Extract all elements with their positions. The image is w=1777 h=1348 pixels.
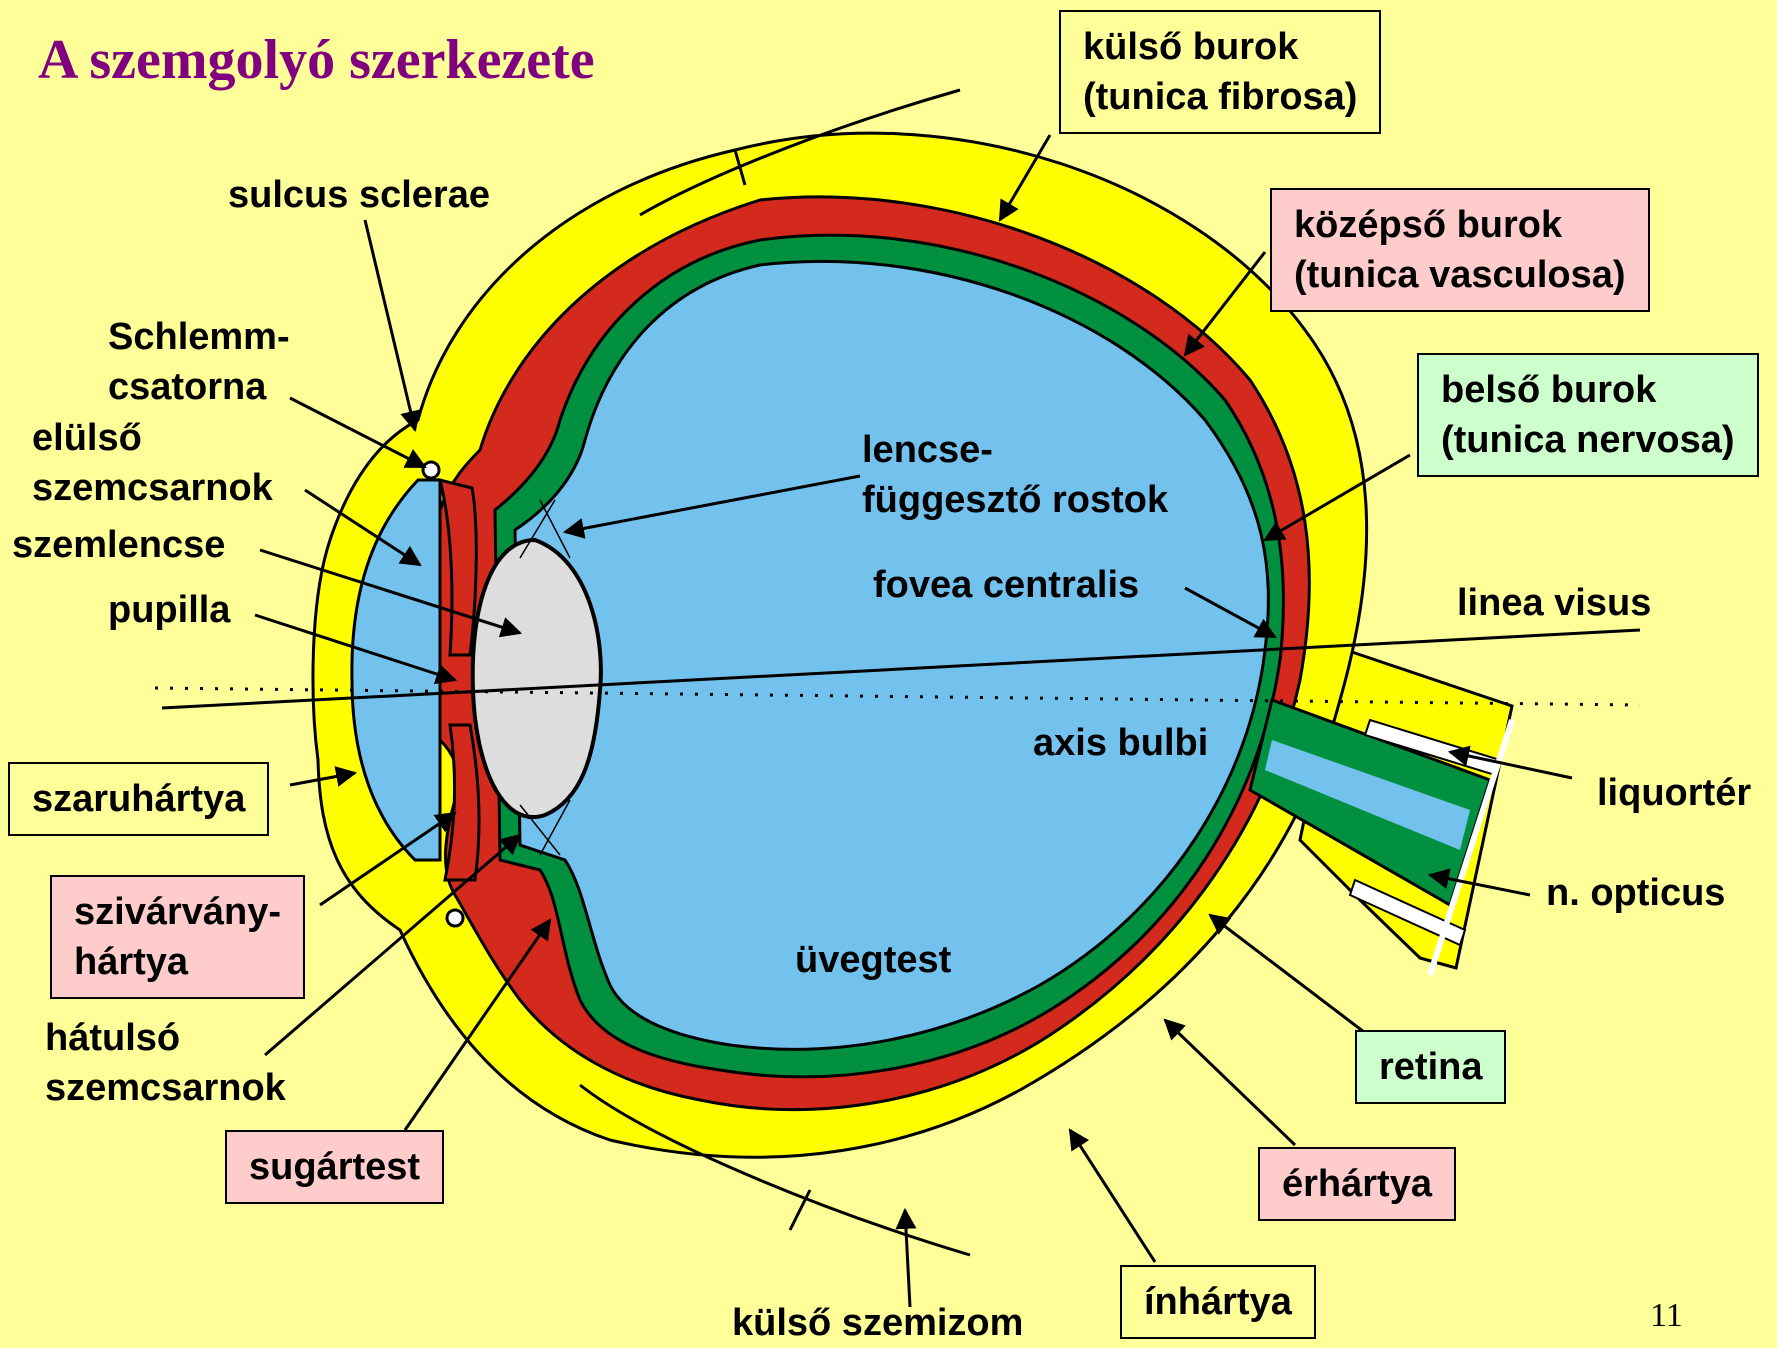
label-inhartya-text: ínhártya — [1144, 1277, 1292, 1327]
label-schlemm-line1: Schlemm- — [108, 312, 290, 362]
label-erhartya: érhártya — [1258, 1147, 1456, 1221]
schlemm-canal-upper — [423, 462, 439, 478]
arrow-erhartya — [1165, 1020, 1295, 1145]
label-hatulso-line2: szemcsarnok — [45, 1063, 286, 1113]
label-sugartest-text: sugártest — [249, 1142, 420, 1192]
label-sugartest: sugártest — [225, 1130, 444, 1204]
label-fuggeszto-line2: függesztő rostok — [862, 475, 1168, 525]
label-szivarvany-line2: hártya — [74, 937, 281, 987]
label-hatulso-szemcsarnok: hátulsó szemcsarnok — [45, 1013, 286, 1113]
label-belso-burok-line2: (tunica nervosa) — [1441, 415, 1735, 465]
arrow-sulcus — [365, 220, 415, 430]
label-fovea-centralis: fovea centralis — [873, 560, 1139, 610]
label-axis-bulbi: axis bulbi — [1033, 718, 1208, 768]
label-szaruhartya: szaruhártya — [8, 762, 269, 836]
label-szivarvany-line1: szivárvány- — [74, 887, 281, 937]
arrow-retina — [1210, 915, 1368, 1035]
label-retina-text: retina — [1379, 1042, 1482, 1092]
label-n-opticus: n. opticus — [1546, 868, 1725, 918]
page-title: A szemgolyó szerkezete — [38, 28, 595, 92]
label-szemlencse: szemlencse — [12, 520, 225, 570]
label-lencse-fuggeszto: lencse- függesztő rostok — [862, 425, 1168, 525]
label-kulso-burok: külső burok (tunica fibrosa) — [1059, 10, 1381, 134]
label-kulso-burok-line2: (tunica fibrosa) — [1083, 72, 1357, 122]
label-schlemm: Schlemm- csatorna — [108, 312, 290, 412]
label-elulso-szemcsarnok: elülső szemcsarnok — [32, 413, 273, 513]
arrow-szemizom — [905, 1210, 910, 1307]
label-szivarvanyhartya: szivárvány- hártya — [50, 875, 305, 999]
label-kulso-burok-line1: külső burok — [1083, 22, 1357, 72]
label-liquorter: liquortér — [1597, 768, 1751, 818]
label-kozepso-burok-line2: (tunica vasculosa) — [1294, 250, 1626, 300]
label-erhartya-text: érhártya — [1282, 1159, 1432, 1209]
label-kozepso-burok-line1: középső burok — [1294, 200, 1626, 250]
label-elulso-line2: szemcsarnok — [32, 463, 273, 513]
label-fuggeszto-line1: lencse- — [862, 425, 1168, 475]
label-pupilla: pupilla — [108, 585, 230, 635]
lens — [473, 540, 601, 817]
label-kozepso-burok: középső burok (tunica vasculosa) — [1270, 188, 1650, 312]
schlemm-canal-lower — [447, 910, 463, 926]
label-linea-visus: linea visus — [1457, 578, 1651, 628]
label-szaruhartya-text: szaruhártya — [32, 774, 245, 824]
label-sulcus-sclerae: sulcus sclerae — [228, 170, 490, 220]
arrow-inhartya — [1070, 1130, 1155, 1262]
label-uvegtest: üvegtest — [795, 935, 951, 985]
label-inhartya: ínhártya — [1120, 1265, 1316, 1339]
label-kulso-szemizom: külső szemizom — [732, 1298, 1023, 1348]
label-elulso-line1: elülső — [32, 413, 273, 463]
label-belso-burok-line1: belső burok — [1441, 365, 1735, 415]
label-retina: retina — [1355, 1030, 1506, 1104]
label-hatulso-line1: hátulsó — [45, 1013, 286, 1063]
page-number: 11 — [1650, 1297, 1683, 1335]
label-belso-burok: belső burok (tunica nervosa) — [1417, 353, 1759, 477]
label-schlemm-line2: csatorna — [108, 362, 290, 412]
